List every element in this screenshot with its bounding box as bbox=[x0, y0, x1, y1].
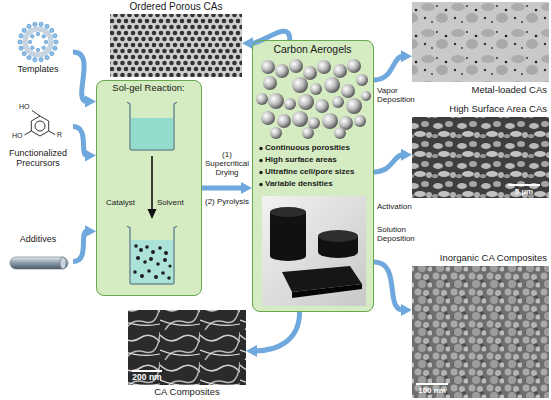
bullet-item: Variable densities bbox=[265, 179, 371, 188]
flow-arrow bbox=[374, 50, 412, 80]
edge-label: Solution Deposition bbox=[377, 225, 423, 243]
arrow-shaft bbox=[202, 185, 243, 190]
input-icon: Templates bbox=[3, 20, 73, 78]
bullet-item: Ultrafine cell/pore sizes bbox=[265, 167, 371, 176]
node-label: High Surface Area CAs bbox=[412, 104, 547, 115]
flow-arrow bbox=[374, 149, 412, 172]
arrow-shaft bbox=[251, 31, 290, 43]
arrow-head bbox=[246, 345, 257, 357]
image-panel: Metal-loaded CAs bbox=[412, 2, 549, 99]
scale-bar-label: 100 nm bbox=[414, 386, 450, 395]
chemical-group: R bbox=[57, 131, 65, 139]
box-note: Solvent bbox=[157, 198, 197, 207]
flow-arrow bbox=[73, 225, 96, 261]
node-label: Templates bbox=[3, 64, 73, 74]
chemical-group: HO bbox=[19, 103, 33, 111]
edge-label: (1) Supercritical Drying bbox=[202, 150, 252, 178]
edge-label: Vapor Deposition bbox=[377, 86, 423, 104]
image-panel: Ordered Porous CAs bbox=[110, 1, 242, 78]
process-box: Carbon AerogelsContinuous porositiesHigh… bbox=[252, 40, 374, 312]
process-box: Sol-gel Reaction: Catalyst Solvent bbox=[96, 80, 202, 296]
arrow-shaft bbox=[73, 52, 87, 102]
arrow-shaft bbox=[374, 56, 403, 80]
flow-arrow bbox=[73, 126, 96, 161]
node-label: Metal-loaded CAs bbox=[412, 85, 547, 96]
node-label: CA Composites bbox=[128, 387, 246, 398]
arrow-shaft bbox=[73, 126, 87, 155]
scale-bar-label: 5 µm bbox=[506, 187, 542, 196]
flow-arrow bbox=[374, 262, 412, 316]
flow-arrow bbox=[246, 312, 300, 357]
box-title: Sol-gel Reaction: bbox=[97, 83, 200, 94]
chemical-group: HO bbox=[12, 132, 26, 140]
image-panel: Inorganic CA Composites bbox=[412, 253, 549, 399]
input-icon: Additives bbox=[3, 234, 73, 280]
arrow-head bbox=[85, 225, 96, 237]
edge-label: Activation bbox=[377, 202, 423, 211]
arrow-head bbox=[85, 96, 96, 108]
box-note: Catalyst bbox=[99, 198, 135, 207]
node-label: Functionalized Precursors bbox=[3, 148, 73, 169]
flow-arrow bbox=[73, 52, 96, 108]
arrow-shaft bbox=[374, 155, 403, 172]
arrow-shaft bbox=[255, 312, 300, 351]
process-step: (2) Pyrolysis bbox=[202, 197, 252, 206]
bullet-item: High surface areas bbox=[265, 155, 371, 164]
node-label: Ordered Porous CAs bbox=[110, 1, 242, 13]
arrow-shaft bbox=[374, 262, 403, 310]
node-label: Additives bbox=[3, 234, 73, 244]
arrow-shaft bbox=[73, 231, 87, 261]
image-panel: High Surface Area CAs bbox=[412, 104, 549, 198]
flow-arrow bbox=[202, 182, 252, 194]
arrow-head bbox=[85, 150, 96, 162]
arrow-head bbox=[401, 50, 412, 62]
arrow-head bbox=[401, 149, 412, 161]
bullet-item: Continuous porosities bbox=[265, 143, 371, 152]
node-label: Inorganic CA Composites bbox=[412, 253, 547, 264]
image-panel: CA Composites bbox=[128, 310, 246, 400]
box-title: Carbon Aerogels bbox=[253, 43, 372, 55]
scale-bar-label: 200 nm bbox=[129, 373, 165, 383]
arrow-head bbox=[241, 182, 252, 194]
arrow-head bbox=[401, 304, 412, 316]
